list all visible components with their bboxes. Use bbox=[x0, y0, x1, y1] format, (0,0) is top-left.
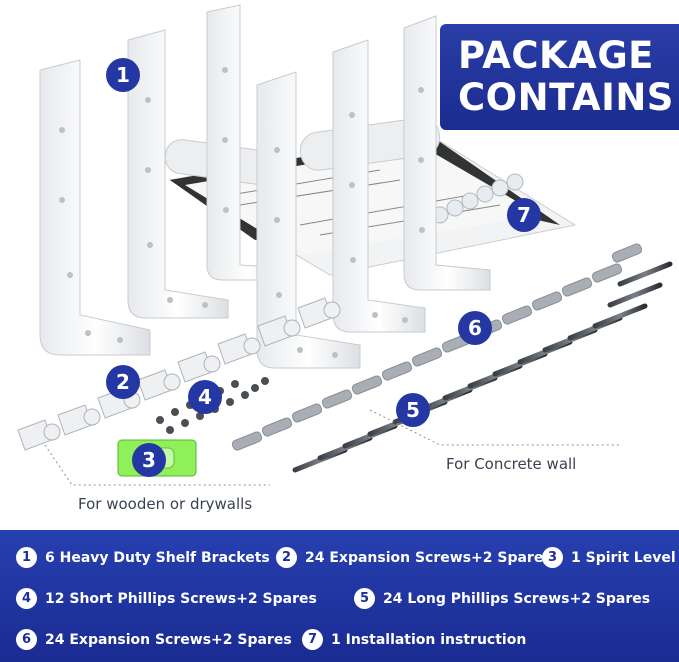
banner-line-2: CONTAINS bbox=[458, 76, 674, 119]
legend-text: 1 Installation instruction bbox=[331, 631, 527, 648]
marker-1: 1 bbox=[106, 58, 140, 92]
legend-text: 12 Short Phillips Screws+2 Spares bbox=[45, 590, 317, 607]
caption-wooden-drywalls: For wooden or drywalls bbox=[78, 495, 253, 513]
marker-7: 7 bbox=[507, 198, 541, 232]
long-screws bbox=[292, 261, 673, 473]
legend-number: 4 bbox=[16, 588, 37, 609]
marker-2: 2 bbox=[106, 365, 140, 399]
legend-number: 3 bbox=[542, 547, 563, 568]
legend-number: 2 bbox=[276, 547, 297, 568]
plastic-anchors bbox=[231, 243, 643, 451]
legend-item-4: 4 12 Short Phillips Screws+2 Spares bbox=[16, 588, 317, 609]
legend-text: 24 Long Phillips Screws+2 Spares bbox=[383, 590, 651, 607]
legend-number: 7 bbox=[302, 629, 323, 650]
legend-item-5: 5 24 Long Phillips Screws+2 Spares bbox=[354, 588, 650, 609]
legend-number: 6 bbox=[16, 629, 37, 650]
legend-text: 24 Expansion Screws+2 Spares bbox=[305, 549, 552, 566]
package-contains-banner: PACKAGE CONTAINS bbox=[440, 24, 679, 130]
product-photo: PACKAGE CONTAINS 1 2 3 4 5 6 7 For woode… bbox=[17, 4, 679, 513]
legend-item-7: 7 1 Installation instruction bbox=[302, 629, 526, 650]
banner-line-1: PACKAGE bbox=[458, 34, 654, 77]
legend-text: 6 Heavy Duty Shelf Brackets bbox=[45, 549, 270, 566]
legend-number: 5 bbox=[354, 588, 375, 609]
legend-item-3: 3 1 Spirit Level bbox=[542, 547, 676, 568]
legend-text: 24 Expansion Screws+2 Spares bbox=[45, 631, 292, 648]
marker-5: 5 bbox=[396, 393, 430, 427]
expansion-screws-left bbox=[17, 297, 341, 451]
legend-text: 1 Spirit Level bbox=[571, 549, 676, 566]
marker-6: 6 bbox=[458, 311, 492, 345]
legend-item-6: 6 24 Expansion Screws+2 Spares bbox=[16, 629, 292, 650]
marker-3: 3 bbox=[132, 443, 166, 477]
callout-lines bbox=[44, 409, 620, 486]
legend-item-1: 1 6 Heavy Duty Shelf Brackets bbox=[16, 547, 270, 568]
legend-item-2: 2 24 Expansion Screws+2 Spares bbox=[276, 547, 552, 568]
contents-legend: 1 6 Heavy Duty Shelf Brackets 2 24 Expan… bbox=[0, 530, 679, 662]
marker-4: 4 bbox=[188, 380, 222, 414]
legend-number: 1 bbox=[16, 547, 37, 568]
caption-concrete-wall: For Concrete wall bbox=[446, 455, 577, 473]
shelf-brackets bbox=[39, 4, 491, 369]
